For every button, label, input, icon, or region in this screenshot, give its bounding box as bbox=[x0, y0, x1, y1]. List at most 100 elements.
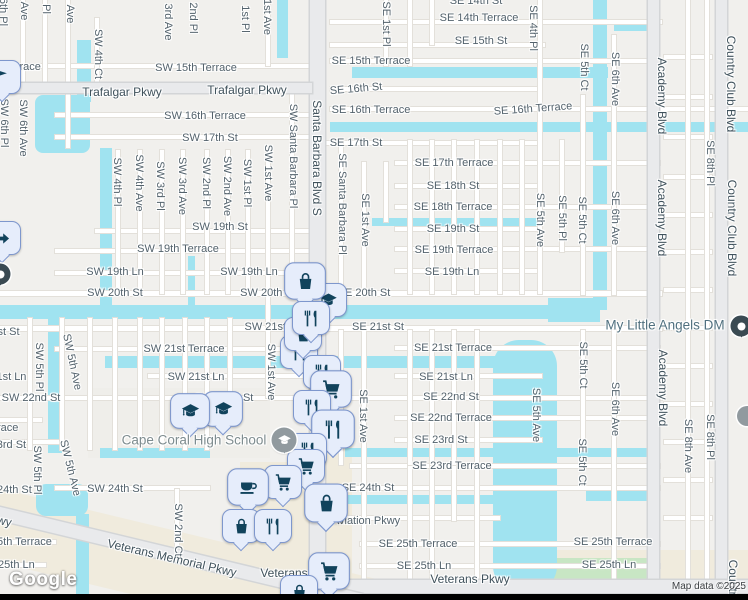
graduation-icon bbox=[277, 434, 291, 444]
local-road bbox=[330, 516, 500, 520]
local-road bbox=[43, 0, 47, 86]
street-label: SW 4th Pl bbox=[111, 157, 123, 207]
street-label: SE 6th Ave bbox=[609, 381, 621, 437]
local-road bbox=[452, 466, 456, 521]
arrow-pin[interactable] bbox=[0, 221, 21, 263]
canal-water bbox=[548, 298, 600, 322]
local-road bbox=[0, 326, 662, 331]
local-road bbox=[360, 564, 660, 568]
street-label: SW 19th Ln bbox=[86, 266, 144, 278]
poi-label[interactable]: My Little Angels DM bbox=[605, 317, 725, 333]
google-logo[interactable]: Google bbox=[9, 569, 78, 590]
local-road bbox=[475, 466, 479, 582]
local-road bbox=[330, 43, 545, 47]
school-circle-poi-marker[interactable] bbox=[271, 427, 297, 453]
street-label: Santa Barbara Blvd S bbox=[310, 100, 324, 216]
street-label: Pl bbox=[40, 4, 52, 14]
flag-pin[interactable] bbox=[0, 60, 21, 102]
street-label: SW 3rd Ave bbox=[176, 157, 188, 215]
street-label: SE 16th Terrace bbox=[331, 104, 411, 116]
graduation-pin[interactable] bbox=[170, 393, 210, 438]
local-road bbox=[138, 318, 142, 450]
local-road bbox=[60, 318, 64, 450]
local-road bbox=[330, 20, 662, 24]
local-road bbox=[395, 374, 542, 378]
local-road bbox=[520, 140, 524, 294]
shopping-cart-pin[interactable] bbox=[264, 465, 302, 507]
restaurant-pin[interactable] bbox=[292, 301, 330, 343]
local-road bbox=[0, 64, 310, 68]
street-label: SE 17th Terrace bbox=[414, 157, 494, 169]
local-road bbox=[498, 140, 502, 294]
bottom-bar bbox=[0, 594, 748, 600]
local-road bbox=[395, 184, 542, 188]
shopping-bag-icon bbox=[299, 272, 311, 289]
local-road bbox=[452, 330, 456, 465]
street-label: SW 4th Ct bbox=[92, 28, 104, 80]
local-road bbox=[350, 464, 660, 468]
street-label: SW 5th Pl bbox=[33, 342, 45, 392]
local-road bbox=[395, 205, 660, 209]
canal-water bbox=[614, 21, 656, 31]
local-road bbox=[113, 318, 117, 450]
local-road bbox=[384, 0, 388, 66]
street-label: Trafalgar Pkwy bbox=[207, 83, 287, 97]
street-label: SE 5th Ct bbox=[578, 43, 590, 91]
street-label: SW 2nd Ct bbox=[172, 503, 184, 557]
shopping-cart-icon bbox=[275, 473, 291, 491]
local-road bbox=[452, 140, 456, 294]
street-label: SE 19th St bbox=[426, 223, 480, 235]
local-road bbox=[395, 269, 542, 273]
arrow-icon bbox=[0, 232, 9, 244]
poi-label[interactable]: Cape Coral High School bbox=[121, 432, 267, 448]
local-road bbox=[430, 140, 434, 294]
street-label: SW 23rd St bbox=[0, 439, 27, 451]
street-label: SW 25th Ln bbox=[0, 559, 35, 571]
street-label: SE 16th St bbox=[329, 80, 383, 98]
dark-dot-pin-poi-marker[interactable] bbox=[0, 263, 11, 285]
canal-water bbox=[48, 318, 62, 453]
graduation-icon bbox=[214, 401, 232, 414]
local-road bbox=[0, 563, 46, 567]
street-label: SW 3rd Pl bbox=[154, 161, 166, 211]
canal-water bbox=[586, 490, 656, 501]
street-label: SW 1st Ave bbox=[262, 144, 274, 202]
local-road bbox=[560, 140, 564, 252]
street-label: SE 22nd Terrace bbox=[410, 412, 492, 424]
local-road bbox=[612, 35, 616, 295]
street-label: SE 4th Pl bbox=[527, 5, 539, 51]
street-label: SW 6th Ave bbox=[17, 99, 29, 157]
street-label: SE 18th St bbox=[426, 180, 480, 192]
local-road bbox=[138, 150, 142, 294]
shopping-bag-icon bbox=[235, 518, 247, 533]
shopping-bag-icon bbox=[319, 494, 333, 511]
gray-circle-poi-marker[interactable] bbox=[737, 406, 748, 426]
street-label: SE Santa Barbara Pl bbox=[336, 153, 348, 255]
graduation-icon bbox=[181, 403, 199, 416]
canal-water bbox=[372, 218, 540, 226]
canal-water bbox=[188, 256, 195, 308]
major-road bbox=[648, 0, 659, 600]
street-label: SE 18th Terrace bbox=[413, 201, 493, 213]
local-road bbox=[362, 330, 366, 580]
local-road bbox=[395, 161, 660, 165]
canal-water bbox=[35, 95, 90, 153]
local-road bbox=[538, 0, 542, 294]
shopping-bag-pin[interactable] bbox=[222, 509, 260, 551]
dark-dot-pin-poi-marker[interactable] bbox=[730, 315, 748, 337]
local-road bbox=[116, 150, 120, 294]
canal-water bbox=[100, 148, 112, 308]
street-label: SE 5th Pl bbox=[556, 195, 568, 241]
street-label: SE 14th St bbox=[449, 0, 503, 7]
major-road bbox=[0, 83, 312, 93]
street-label: SE 1st Pl bbox=[380, 1, 392, 47]
shopping-bag-pin[interactable] bbox=[284, 262, 326, 309]
restaurant-icon bbox=[266, 518, 278, 534]
coffee-pin[interactable] bbox=[227, 468, 269, 515]
street-label: SW 1st Pl bbox=[241, 158, 253, 208]
street-label: Academy Blvd bbox=[656, 349, 670, 427]
shopping-bag-pin[interactable] bbox=[304, 483, 348, 532]
local-road bbox=[88, 318, 92, 450]
restaurant-pin[interactable] bbox=[254, 509, 292, 551]
